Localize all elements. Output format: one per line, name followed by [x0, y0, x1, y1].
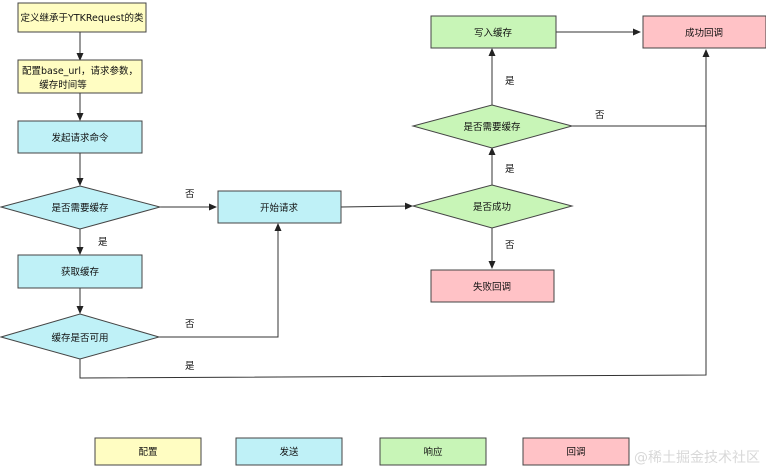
node-fail-callback-text: 失败回调 — [473, 281, 511, 293]
node-need-write-cache-text: 是否需要缓存 — [463, 121, 521, 133]
watermark: @稀土掘金技术社区 — [634, 450, 760, 466]
node-send-command: 发起请求命令 — [17, 120, 143, 154]
label-write-yes: 是 — [505, 76, 515, 87]
edge-start-to-success — [340, 202, 413, 210]
label-write-no: 否 — [595, 110, 605, 121]
legend-send: 发送 — [235, 437, 343, 466]
node-cache-usable-text: 缓存是否可用 — [51, 332, 108, 344]
node-success-text: 是否成功 — [473, 201, 511, 213]
node-get-cache: 获取缓存 — [17, 254, 143, 289]
node-start-request: 开始请求 — [217, 190, 342, 224]
node-need-cache-decision: 是否需要缓存 — [0, 185, 162, 230]
label-needcache-no: 否 — [185, 189, 195, 200]
legend: 配置 发送 响应 回调 — [94, 437, 630, 466]
node-get-cache-text: 获取缓存 — [61, 266, 100, 278]
label-success-no: 否 — [505, 240, 515, 251]
legend-response-text: 响应 — [423, 446, 443, 458]
node-cache-usable-decision: 缓存是否可用 — [0, 313, 161, 360]
node-start-request-text: 开始请求 — [260, 202, 299, 214]
legend-callback: 回调 — [522, 437, 630, 466]
node-fail-callback: 失败回调 — [430, 269, 555, 303]
node-define-class: 定义继承于YTKRequest的类 — [17, 2, 147, 33]
edge-labels: 否 是 否 是 是 否 是 否 — [98, 76, 605, 372]
label-success-yes: 是 — [505, 164, 515, 175]
node-define-class-text: 定义继承于YTKRequest的类 — [21, 12, 144, 24]
node-send-command-text: 发起请求命令 — [51, 132, 109, 144]
node-write-cache: 写入缓存 — [430, 15, 557, 49]
node-config-text-line1: 配置base_url，请求参数， — [22, 65, 138, 77]
legend-config: 配置 — [94, 437, 202, 466]
node-success-callback-text: 成功回调 — [685, 27, 723, 39]
legend-config-text: 配置 — [138, 447, 157, 458]
node-need-cache-text: 是否需要缓存 — [51, 202, 109, 214]
node-success-callback: 成功回调 — [642, 15, 766, 49]
label-usable-no: 否 — [185, 319, 195, 330]
edges — [76, 28, 710, 379]
node-need-write-cache-decision: 是否需要缓存 — [411, 104, 574, 149]
node-write-cache-text: 写入缓存 — [474, 27, 513, 39]
node-config: 配置base_url，请求参数， 缓存时间等 — [17, 59, 143, 94]
legend-send-text: 发送 — [279, 446, 299, 458]
label-needcache-yes: 是 — [98, 237, 108, 248]
legend-callback-text: 回调 — [566, 447, 585, 458]
node-config-text-line2: 缓存时间等 — [39, 79, 87, 91]
edge-usable-yes — [79, 49, 710, 379]
legend-response: 响应 — [379, 437, 487, 466]
label-usable-yes: 是 — [185, 361, 195, 372]
edge-usable-no — [159, 223, 282, 338]
node-success-decision: 是否成功 — [411, 184, 574, 229]
